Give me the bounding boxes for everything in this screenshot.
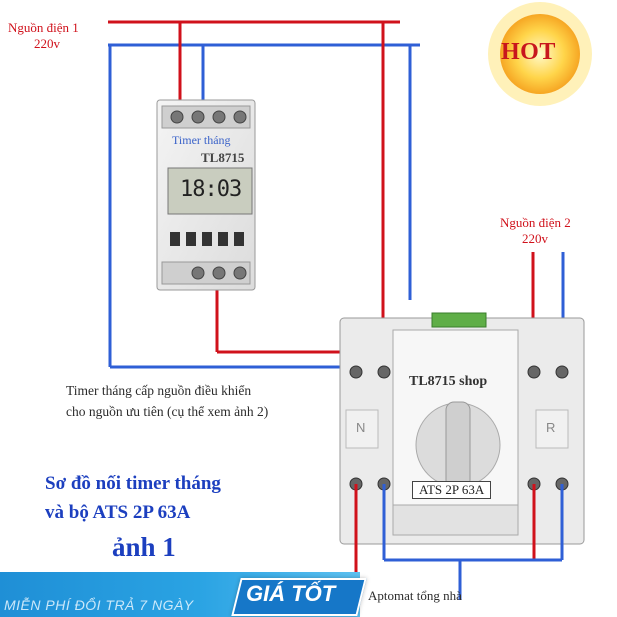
ats-shop-label: TL8715 shop (409, 374, 488, 389)
caption: Timer tháng cấp nguồn điều khiển cho ngu… (66, 382, 268, 421)
hot-badge-sun (488, 2, 592, 106)
title-line1: Sơ đồ nối timer tháng (45, 473, 221, 494)
timer-brand: TL8715 (201, 150, 245, 165)
title-line2: và bộ ATS 2P 63A (45, 502, 191, 523)
source2-label: Nguồn điện 2 220v (500, 215, 571, 247)
caption-line2: cho nguồn ưu tiên (cụ thể xem ảnh 2) (66, 404, 269, 419)
source2-title: Nguồn điện 2 (500, 215, 571, 230)
source1-title: Nguồn điện 1 (8, 20, 79, 35)
timer-display: 18:03 (180, 177, 242, 202)
timer-label: Timer tháng (172, 133, 231, 147)
source2-voltage: 220v (522, 231, 548, 246)
source1-label: Nguồn điện 1 220v (8, 20, 79, 52)
load-label: Aptomat tổng nhà (368, 588, 462, 603)
ats-key-n: N (356, 420, 366, 435)
hot-badge: HOT (501, 39, 556, 65)
caption-line1: Timer tháng cấp nguồn điều khiển (66, 383, 252, 398)
ats-key-r: R (546, 420, 556, 435)
title-line3: ảnh 1 (112, 532, 176, 562)
monthly-timer (156, 99, 256, 291)
ats-switch (339, 312, 585, 545)
ats-model-badge: ATS 2P 63A (412, 481, 492, 499)
deal-text: GIÁ TỐT (246, 581, 336, 606)
promo-text: MIỄN PHÍ ĐỔI TRẢ 7 NGÀY (4, 597, 194, 613)
source1-voltage: 220v (34, 36, 60, 51)
